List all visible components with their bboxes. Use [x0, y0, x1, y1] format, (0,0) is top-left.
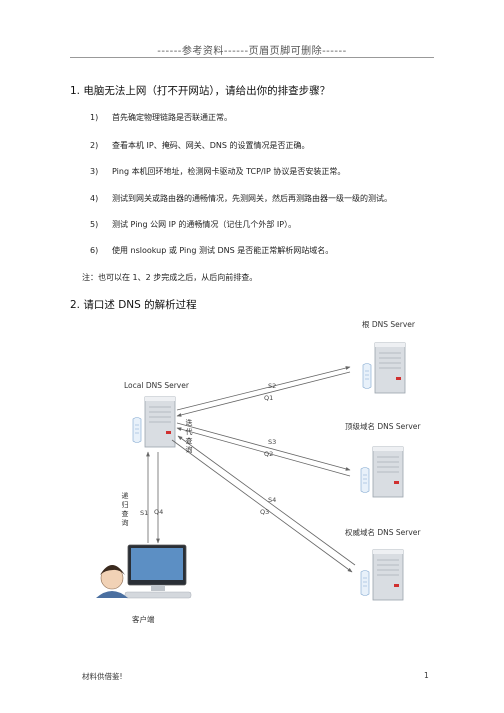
note: 注：也可以在 1、2 步完成之后，从后向前排查。: [82, 273, 258, 282]
step-number: 4): [90, 194, 99, 203]
step-4: 4) 测试到网关或路由器的通畅情况，先测网关，然后再测路由器一级一级的测试。: [90, 193, 392, 204]
footer-text: 材料供借鉴!: [82, 672, 123, 681]
arrow-s3: [176, 427, 351, 477]
arrow-s4: [177, 435, 356, 566]
step-text: 测试 Ping 公网 IP 的通畅情况（记住几个外部 IP）。: [112, 220, 297, 229]
label-s3: S3: [268, 438, 276, 446]
question-1-title: 1. 电脑无法上网（打不开网站），请给出你的排查步骤？: [70, 85, 331, 97]
arrow-q3: [171, 439, 353, 573]
local-server-label: Local DNS Server: [124, 381, 190, 390]
label-s2: S2: [268, 382, 276, 390]
arrow-q1: [176, 366, 351, 411]
question-2-title: 2. 请口述 DNS 的解析过程: [70, 299, 197, 311]
step-number: 6): [90, 246, 99, 255]
step-5: 5) 测试 Ping 公网 IP 的通畅情况（记住几个外部 IP）。: [90, 219, 296, 230]
recursive-query-label: 递归查询: [121, 491, 129, 528]
step-number: 1): [90, 113, 99, 122]
root-server-icon: [362, 342, 406, 394]
step-6: 6) 使用 nslookup 或 Ping 测试 DNS 是否能正常解析网站域名。: [90, 245, 333, 256]
step-number: 3): [90, 167, 99, 176]
step-3: 3) Ping 本机回环地址，检测网卡驱动及 TCP/IP 协议是否安装正常。: [90, 166, 345, 177]
step-text: 首先确定物理链路是否联通正常。: [112, 113, 232, 122]
label-s4: S4: [268, 496, 276, 504]
step-text: Ping 本机回环地址，检测网卡驱动及 TCP/IP 协议是否安装正常。: [112, 167, 346, 176]
client-label: 客户端: [132, 614, 155, 624]
label-q2: Q2: [264, 450, 273, 458]
tld-server-label: 顶级域名 DNS Server: [345, 421, 421, 431]
local-server-icon: [132, 396, 176, 448]
label-q4: Q4: [154, 508, 163, 516]
page-number: 1: [424, 671, 429, 680]
root-server-label: 根 DNS Server: [362, 319, 416, 329]
iterative-query-label: 迭代查询: [185, 418, 193, 455]
arrow-s2: [176, 371, 351, 417]
step-number: 2): [90, 141, 99, 150]
page-header: ------参考资料------页眉页脚可删除------: [157, 46, 347, 57]
auth-server-icon: [360, 549, 404, 601]
label-q3: Q3: [260, 508, 269, 516]
step-text: 使用 nslookup 或 Ping 测试 DNS 是否能正常解析网站域名。: [112, 246, 334, 255]
client-computer-icon: [96, 544, 192, 599]
auth-server-label: 权威域名 DNS Server: [345, 527, 421, 537]
step-text: 查看本机 IP、掩码、网关、DNS 的设置情况是否正确。: [112, 141, 310, 150]
step-text: 测试到网关或路由器的通畅情况，先测网关，然后再测路由器一级一级的测试。: [112, 194, 392, 203]
step-1: 1) 首先确定物理链路是否联通正常。: [90, 112, 232, 123]
label-s1: S1: [140, 509, 148, 517]
step-number: 5): [90, 220, 99, 229]
step-2: 2) 查看本机 IP、掩码、网关、DNS 的设置情况是否正确。: [90, 140, 310, 151]
tld-server-icon: [360, 446, 404, 498]
label-q1: Q1: [264, 394, 273, 402]
header-rule: [70, 57, 434, 58]
arrow-q2: [176, 422, 351, 471]
